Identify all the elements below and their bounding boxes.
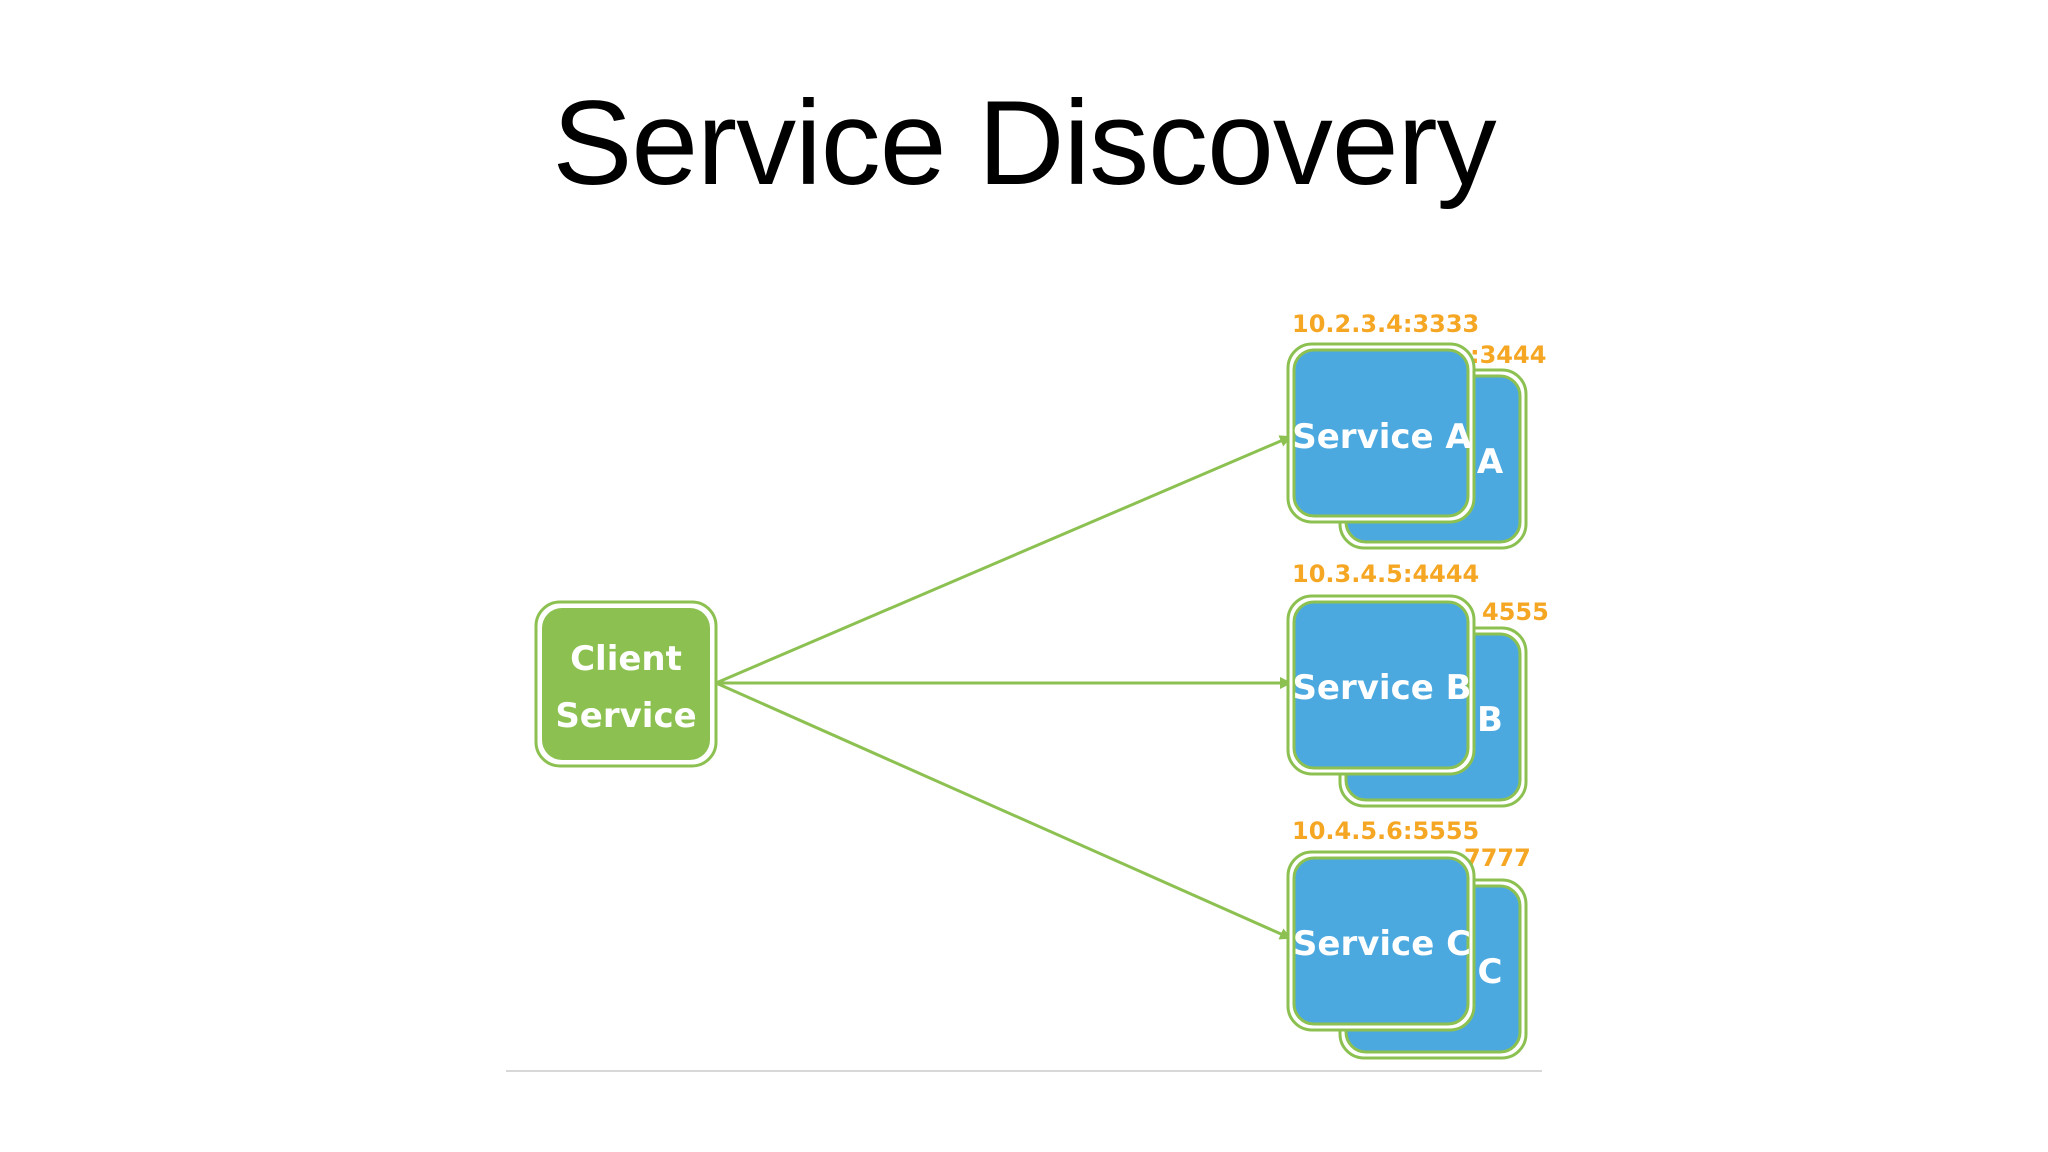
service-c-label: Service C: [1293, 924, 1471, 964]
service-b-group: 4555 B 10.3.4.5:4444 Service B: [1286, 560, 1549, 808]
service-a-address-front: 10.2.3.4:3333: [1292, 310, 1479, 338]
service-c-back-label: C: [1478, 952, 1503, 992]
slide-title: Service Discovery: [552, 76, 1496, 210]
client-label-line1: Client: [570, 639, 682, 679]
service-a-address-back: :3444: [1470, 341, 1546, 369]
service-c-address-front: 10.4.5.6:5555: [1292, 817, 1479, 845]
arrow-to-service-c: [715, 681, 1292, 940]
service-b-address-back: 4555: [1482, 598, 1549, 626]
service-a-label: Service A: [1292, 417, 1472, 457]
service-b-label: Service B: [1292, 668, 1471, 708]
arrow-to-service-a: [715, 435, 1292, 685]
service-a-back-label: A: [1477, 442, 1504, 482]
service-a-group: :3444 A 10.2.3.4:3333 Service A: [1286, 310, 1546, 550]
service-c-group: 7777 C 10.4.5.6:5555 Service C: [1286, 817, 1531, 1060]
service-b-address-front: 10.3.4.5:4444: [1292, 560, 1479, 588]
client-service-node: Client Service: [534, 600, 718, 768]
client-label-line2: Service: [555, 696, 696, 736]
service-b-back-label: B: [1477, 700, 1503, 740]
service-c-address-back: 7777: [1464, 844, 1531, 872]
